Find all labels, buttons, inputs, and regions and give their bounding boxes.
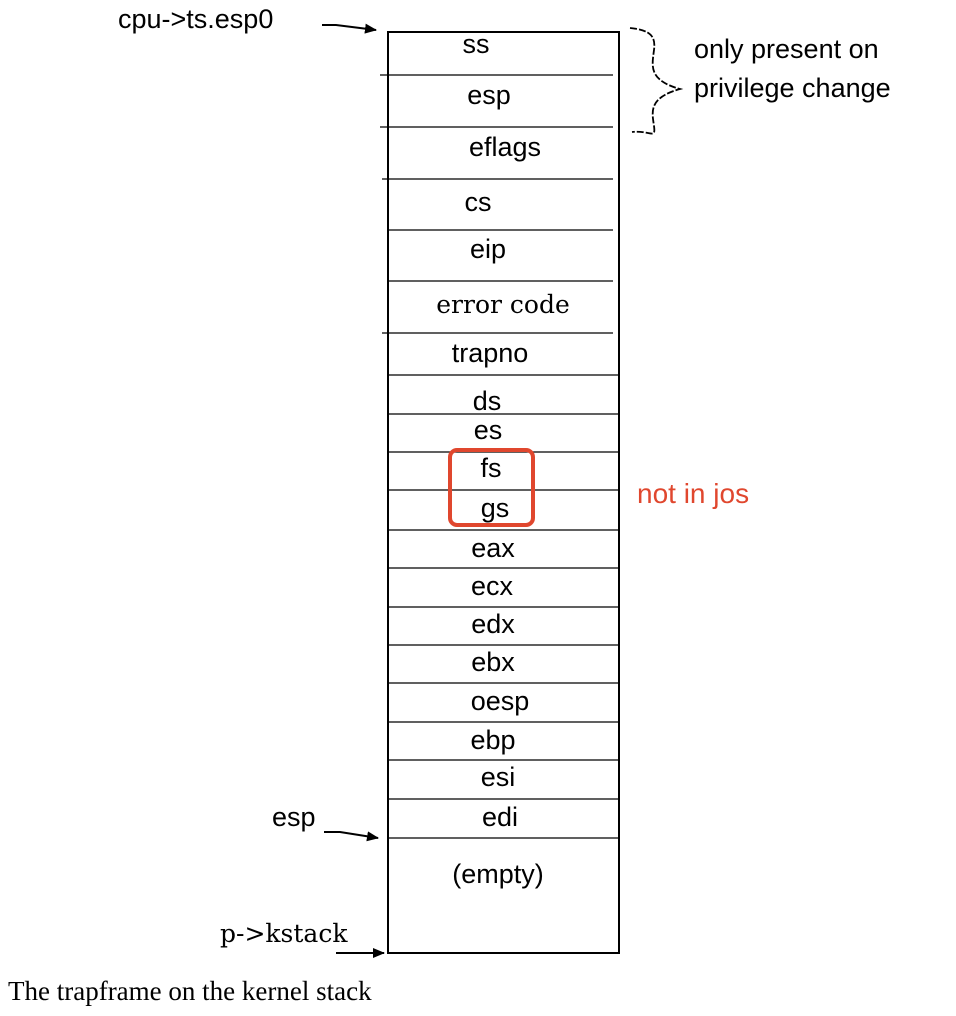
highlight-box xyxy=(448,448,535,527)
row-label-error-code: error code xyxy=(436,290,570,319)
row-label-ds: ds xyxy=(473,386,502,416)
row-label-esp: esp xyxy=(467,80,511,110)
arrow-esp0 xyxy=(322,23,377,34)
trapframe-diagram: ss esp eflags cs eip error code trapno d… xyxy=(118,4,891,958)
row-label-eax: eax xyxy=(471,533,515,563)
row-label-cs: cs xyxy=(465,187,492,217)
row-dividers xyxy=(380,74,619,839)
row-label-eip: eip xyxy=(470,234,506,264)
brace-note-line1: only present on xyxy=(694,34,879,64)
pointer-label-esp: esp xyxy=(272,802,316,832)
row-label-edx: edx xyxy=(471,609,515,639)
row-label-gs: gs xyxy=(481,493,510,523)
row-label-trapno: trapno xyxy=(452,338,529,368)
row-label-esi: esi xyxy=(481,762,516,792)
row-labels: ss esp eflags cs eip error code trapno d… xyxy=(436,29,570,889)
row-label-fs: fs xyxy=(480,453,501,483)
pointer-label-kstack: p->kstack xyxy=(220,919,348,948)
row-label-ss: ss xyxy=(463,29,490,59)
row-label-edi: edi xyxy=(482,802,518,832)
row-label-ebx: ebx xyxy=(471,647,515,677)
row-label-oesp: oesp xyxy=(471,686,530,716)
row-label-eflags: eflags xyxy=(469,132,541,162)
brace-note-line2: privilege change xyxy=(694,73,891,103)
highlight-note: not in jos xyxy=(637,478,749,509)
stack-frame-outline xyxy=(387,31,620,954)
arrow-esp xyxy=(324,831,379,842)
row-label-empty: (empty) xyxy=(452,859,544,889)
row-label-es: es xyxy=(474,415,503,445)
curly-brace xyxy=(629,27,684,135)
pointer-label-esp0: cpu->ts.esp0 xyxy=(118,4,273,34)
row-label-ecx: ecx xyxy=(471,571,514,601)
row-label-ebp: ebp xyxy=(470,725,515,755)
figure-caption: The trapframe on the kernel stack xyxy=(8,976,372,1006)
